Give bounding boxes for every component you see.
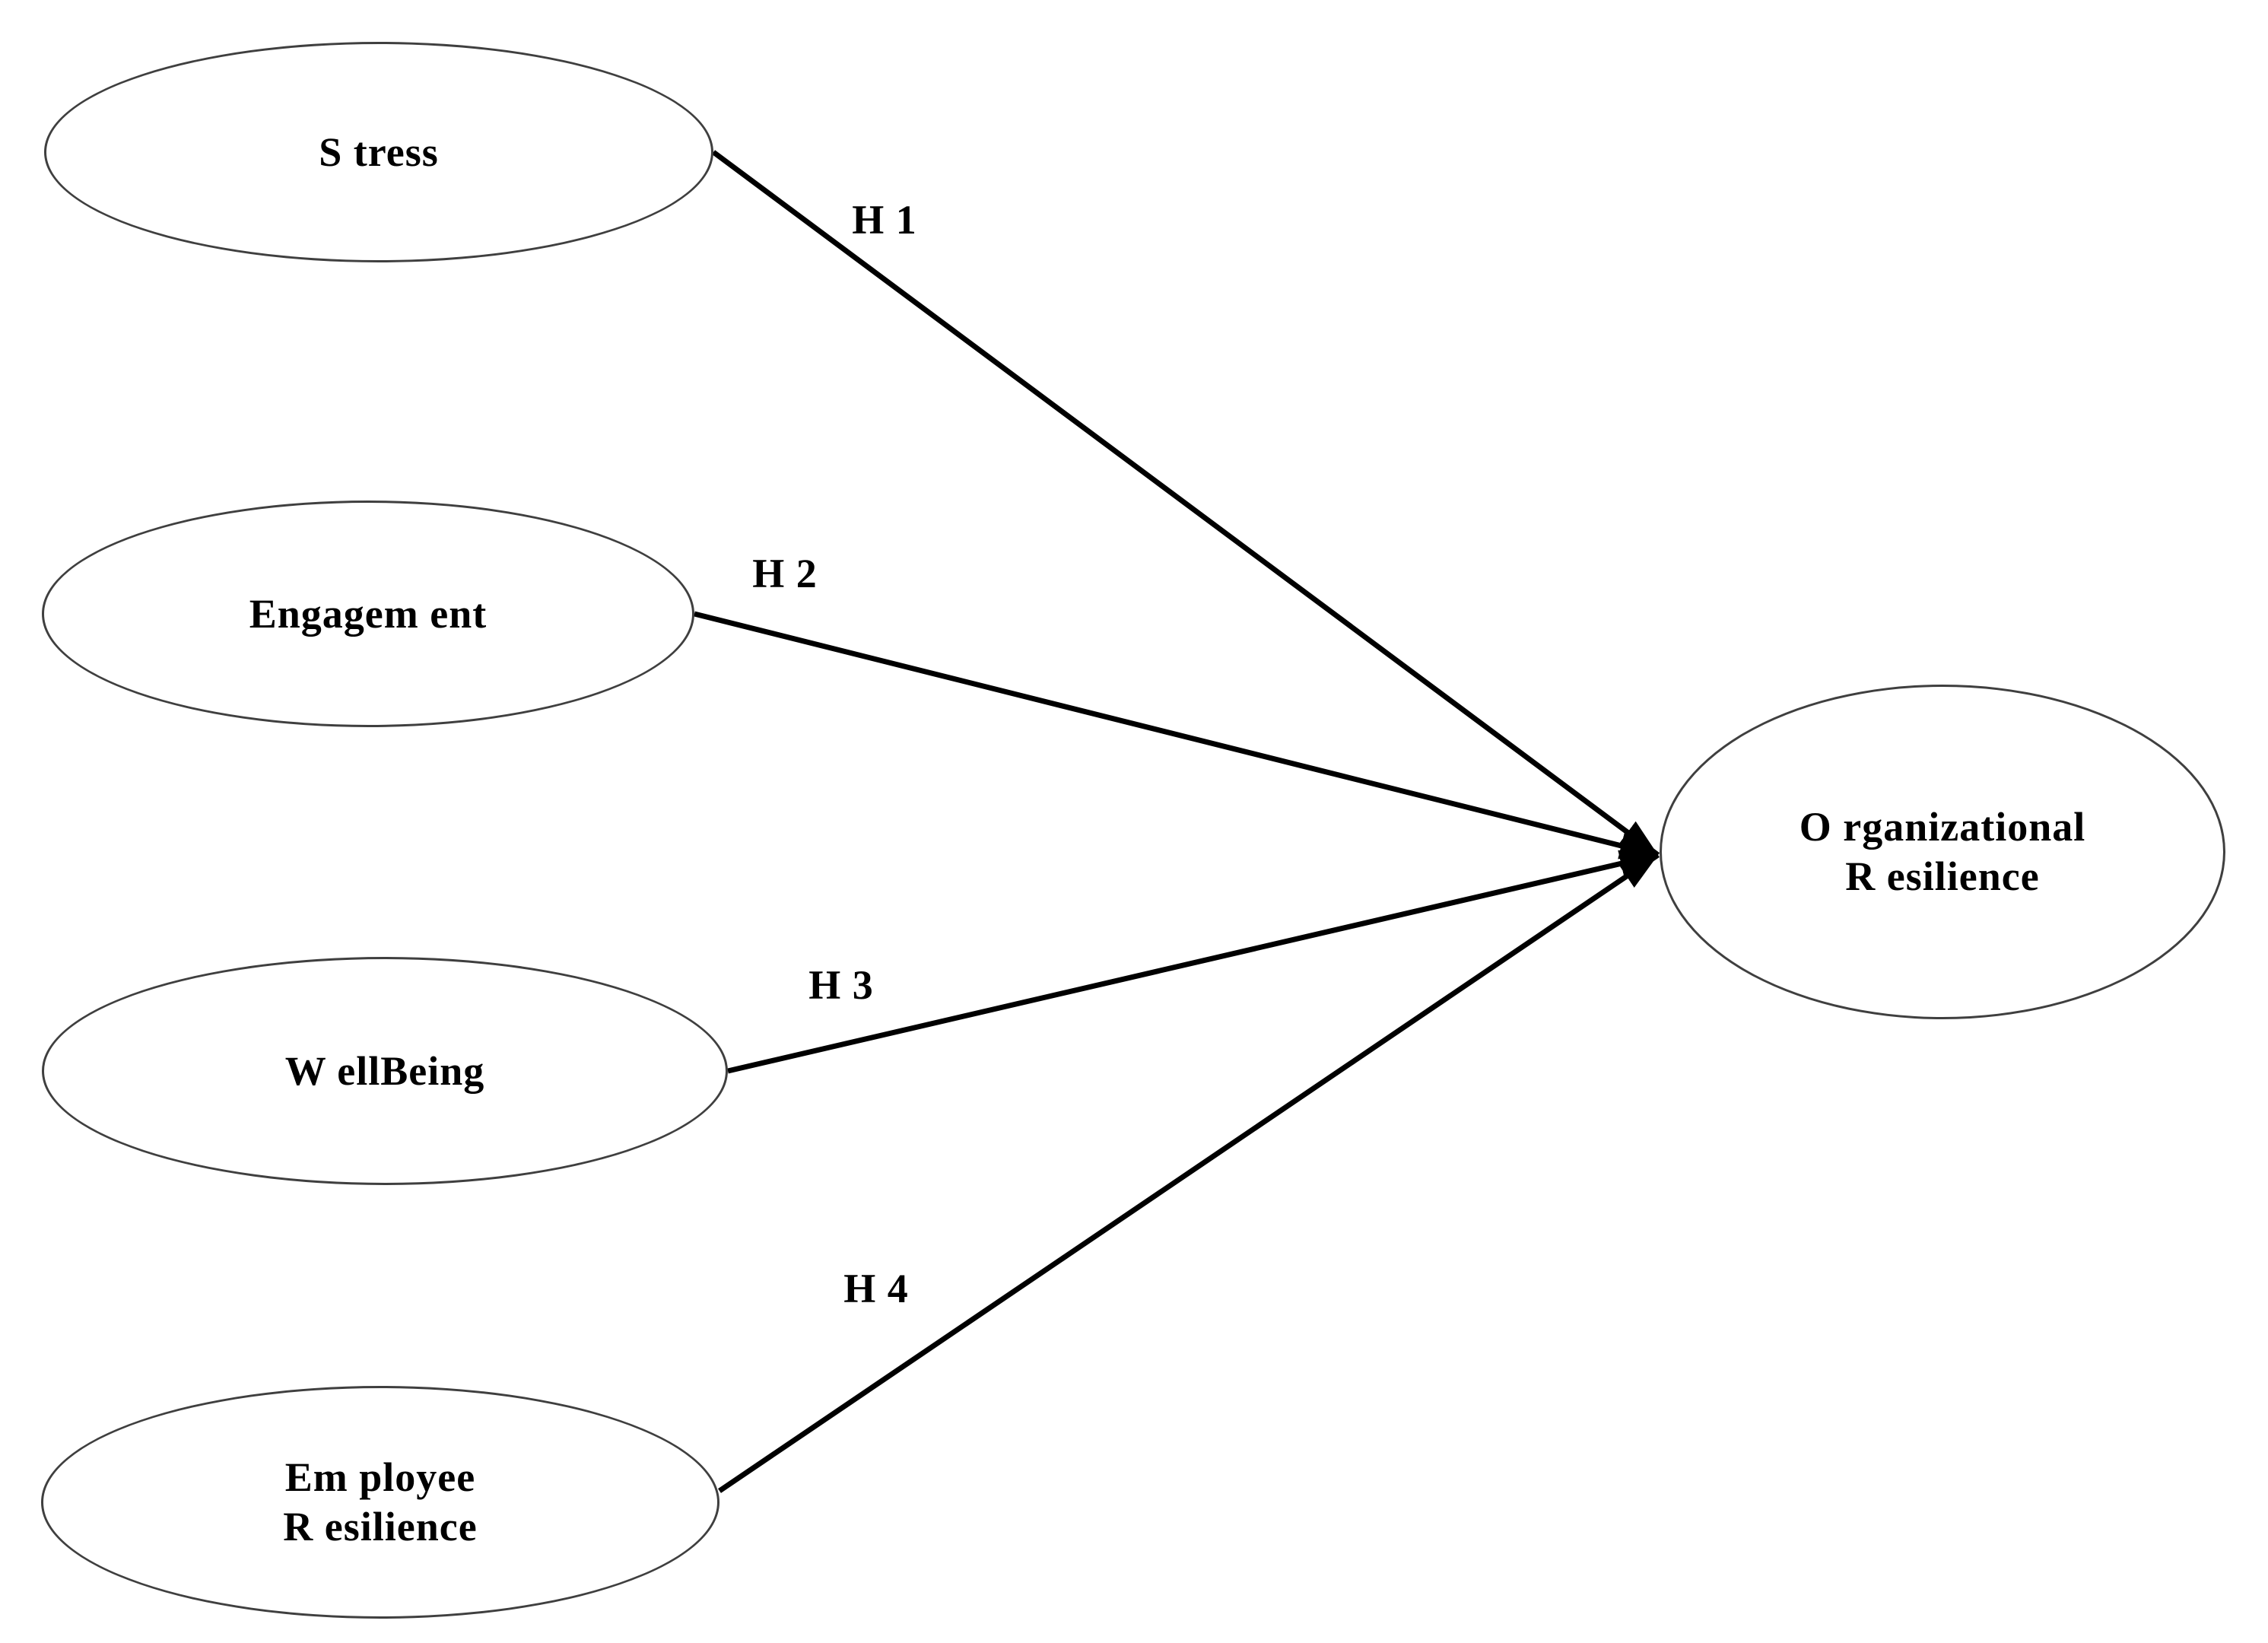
node-label-line: Engagem ent	[249, 590, 488, 637]
node-stress: S tress	[44, 42, 713, 262]
node-organizational-resilience: O rganizational R esilience	[1660, 685, 2225, 1019]
node-label-line: Em ployee	[284, 1454, 476, 1501]
node-label-line: O rganizational	[1799, 804, 2086, 850]
node-employee-resilience: Em ployee R esilience	[41, 1386, 719, 1619]
edge-label-h3: H 3	[808, 962, 874, 1008]
node-engagement: Engagem ent	[42, 501, 694, 727]
node-wellbeing: W ellBeing	[42, 957, 728, 1185]
node-label-line: R esilience	[1845, 853, 2040, 899]
edge-h4-employee-resilience-to-organizational-resilience	[718, 853, 1660, 1493]
edge-label-h2: H 2	[752, 551, 818, 596]
node-employee-resilience-label: Em ployee R esilience	[283, 1453, 477, 1552]
node-wellbeing-label: W ellBeing	[285, 1047, 485, 1096]
edge-h3-wellbeing-to-organizational-resilience	[727, 850, 1659, 1074]
node-label-line: R esilience	[283, 1504, 478, 1549]
node-engagement-label: Engagem ent	[249, 590, 487, 639]
node-organizational-resilience-label: O rganizational R esilience	[1799, 802, 2086, 901]
node-stress-label: S tress	[319, 128, 439, 177]
edge-label-h1: H 1	[852, 197, 917, 243]
edge-h2-engagement-to-organizational-resilience	[694, 611, 1659, 860]
edge-label-h4: H 4	[843, 1266, 909, 1311]
node-label-line: S tress	[319, 129, 439, 175]
edge-h1-stress-to-organizational-resilience	[711, 150, 1660, 857]
node-label-line: W ellBeing	[284, 1047, 485, 1094]
